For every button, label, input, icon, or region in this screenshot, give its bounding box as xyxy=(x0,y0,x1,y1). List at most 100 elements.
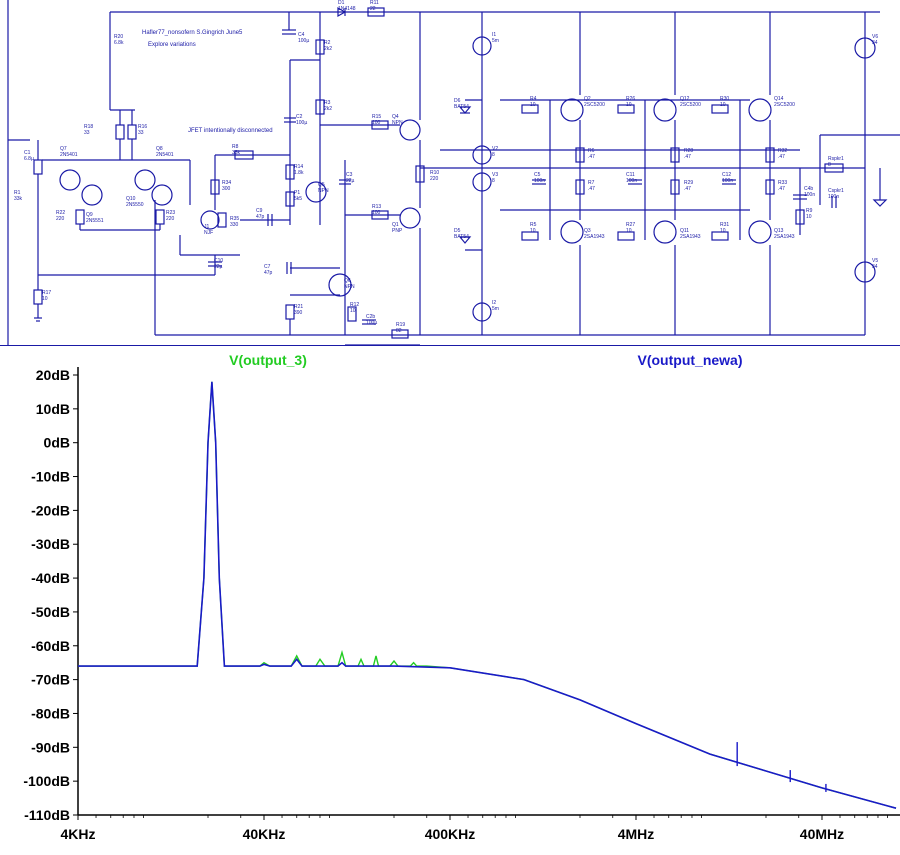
component-ref-label[interactable]: R10 xyxy=(430,170,439,176)
component-value-label[interactable]: .47 xyxy=(778,154,785,160)
component-value-label[interactable]: PNP xyxy=(392,228,403,234)
component-ref-label[interactable]: R29 xyxy=(684,180,693,186)
component-ref-label[interactable]: R11 xyxy=(370,0,379,6)
component-value-label[interactable]: 10 xyxy=(530,102,536,108)
component-value-label[interactable]: 10 xyxy=(530,228,536,234)
component-ref-label[interactable]: R22 xyxy=(56,210,65,216)
component-ref-label[interactable]: C1 xyxy=(24,150,31,156)
trace-title-output-3[interactable]: V(output_3) xyxy=(229,352,307,368)
component-ref-label[interactable]: R35 xyxy=(230,216,239,222)
trace-output-newa[interactable] xyxy=(78,381,897,809)
component-value-label[interactable]: 22µ xyxy=(214,264,223,270)
component-ref-label[interactable]: Q11 xyxy=(680,228,689,234)
component-value-label[interactable]: 2SC5200 xyxy=(680,102,701,108)
component-value-label[interactable]: 100n xyxy=(722,178,733,184)
component-ref-label[interactable]: Q13 xyxy=(774,228,784,234)
component-value-label[interactable]: .47 xyxy=(588,186,595,192)
component-ref-label[interactable]: R28 xyxy=(684,148,693,154)
component-ref-label[interactable]: R3 xyxy=(324,100,331,106)
schematic-pane[interactable]: Hafler77_nonsofern S.Gingrich June5 Expl… xyxy=(0,0,900,346)
component-value-label[interactable]: 2N5401 xyxy=(60,152,78,158)
component-value-label[interactable]: .47 xyxy=(778,186,785,192)
component-ref-label[interactable]: R6 xyxy=(588,148,595,154)
component-ref-label[interactable]: R21 xyxy=(294,304,303,310)
component-ref-label[interactable]: R4 xyxy=(530,96,537,102)
component-value-label[interactable]: 33 xyxy=(138,130,144,136)
component-value-label[interactable]: BAT54 xyxy=(454,234,469,240)
component-ref-label[interactable]: R7 xyxy=(588,180,595,186)
component-ref-label[interactable]: R26 xyxy=(626,96,635,102)
component-value-label[interactable]: 2SA1943 xyxy=(584,234,605,240)
component-ref-label[interactable]: Q12 xyxy=(680,96,690,102)
component-ref-label[interactable]: J1 xyxy=(204,224,210,230)
component-ref-label[interactable]: R17 xyxy=(42,290,51,296)
component-ref-label[interactable]: C7 xyxy=(264,264,271,270)
component-ref-label[interactable]: I2 xyxy=(492,300,496,306)
component-value-label[interactable]: 100n xyxy=(804,192,815,198)
component-ref-label[interactable]: C3 xyxy=(346,172,353,178)
component-ref-label[interactable]: R30 xyxy=(720,96,729,102)
component-ref-label[interactable]: V5 xyxy=(872,258,878,264)
component-ref-label[interactable]: C4 xyxy=(298,32,305,38)
component-ref-label[interactable]: V6 xyxy=(872,34,878,40)
component-ref-label[interactable]: R33 xyxy=(778,180,787,186)
component-ref-label[interactable]: D5 xyxy=(454,228,461,234)
component-ref-label[interactable]: Cspkr1 xyxy=(828,188,844,194)
component-ref-label[interactable]: C2b xyxy=(366,314,375,320)
component-value-label[interactable]: 300 xyxy=(222,186,231,192)
component-ref-label[interactable]: Q5 xyxy=(318,182,325,188)
component-ref-label[interactable]: Q9 xyxy=(86,212,93,218)
component-ref-label[interactable]: D1 xyxy=(338,0,345,6)
component-value-label[interactable]: .47 xyxy=(588,154,595,160)
component-value-label[interactable]: 22µ xyxy=(346,178,355,184)
component-value-label[interactable]: 2N5550 xyxy=(126,202,144,208)
component-value-label[interactable]: 330 xyxy=(230,222,239,228)
component-value-label[interactable]: 33k xyxy=(14,196,23,202)
component-ref-label[interactable]: Q1 xyxy=(392,222,399,228)
component-ref-label[interactable]: Q7 xyxy=(60,146,67,152)
component-value-label[interactable]: 47p xyxy=(264,270,273,276)
component-value-label[interactable]: 100n xyxy=(534,178,545,184)
component-value-label[interactable]: 5m xyxy=(492,306,499,312)
schematic-canvas[interactable]: Hafler77_nonsofern S.Gingrich June5 Expl… xyxy=(0,0,900,346)
component-ref-label[interactable]: R8 xyxy=(232,144,239,150)
component-value-label[interactable]: 390 xyxy=(294,310,303,316)
component-ref-label[interactable]: Q3 xyxy=(584,228,591,234)
component-ref-label[interactable]: C2 xyxy=(296,114,303,120)
component-ref-label[interactable]: R20 xyxy=(114,34,123,40)
component-ref-label[interactable]: R9 xyxy=(806,208,813,214)
component-value-label[interactable]: 10 xyxy=(720,102,726,108)
component-ref-label[interactable]: R27 xyxy=(626,222,635,228)
component-ref-label[interactable]: D6 xyxy=(454,98,461,104)
component-ref-label[interactable]: C5 xyxy=(534,172,541,178)
component-ref-label[interactable]: R32 xyxy=(778,148,787,154)
component-value-label[interactable]: 8 xyxy=(492,152,495,158)
component-ref-label[interactable]: R19 xyxy=(396,322,405,328)
component-ref-label[interactable]: C10 xyxy=(214,258,223,264)
component-ref-label[interactable]: Q8 xyxy=(156,146,163,152)
component-value-label[interactable]: 100µ xyxy=(366,320,377,326)
component-value-label[interactable]: 100µ xyxy=(298,38,309,44)
component-ref-label[interactable]: R23 xyxy=(166,210,175,216)
component-value-label[interactable]: 100 xyxy=(372,210,381,216)
component-ref-label[interactable]: Q14 xyxy=(774,96,784,102)
component-value-label[interactable]: BAT54 xyxy=(454,104,469,110)
component-ref-label[interactable]: V2 xyxy=(492,146,498,152)
component-ref-label[interactable]: Q6 xyxy=(344,278,351,284)
component-value-label[interactable]: 1.8k xyxy=(294,170,304,176)
component-value-label[interactable]: NPN xyxy=(392,120,403,126)
component-value-label[interactable]: .47 xyxy=(684,186,691,192)
waveform-plot[interactable]: V(output_3) V(output_newa) 20dB10dB0dB-1… xyxy=(0,344,900,850)
component-ref-label[interactable]: R31 xyxy=(720,222,729,228)
component-ref-label[interactable]: R34 xyxy=(222,180,231,186)
component-value-label[interactable]: 10 xyxy=(720,228,726,234)
component-value-label[interactable]: 33 xyxy=(84,130,90,136)
component-value-label[interactable]: 33k xyxy=(232,150,241,156)
component-value-label[interactable]: 2SC5200 xyxy=(584,102,605,108)
component-ref-label[interactable]: P1 xyxy=(294,190,300,196)
component-value-label[interactable]: 1N4148 xyxy=(338,6,356,12)
component-ref-label[interactable]: R1 xyxy=(14,190,21,196)
component-ref-label[interactable]: Q2 xyxy=(584,96,591,102)
component-value-label[interactable]: 2N5401 xyxy=(156,152,174,158)
